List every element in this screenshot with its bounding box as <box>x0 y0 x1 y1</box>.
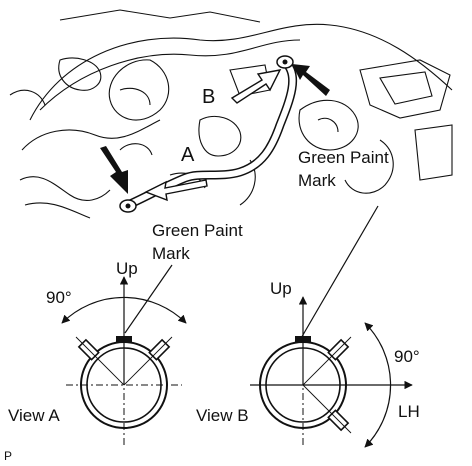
view-a-45-line-right <box>123 336 173 386</box>
leader-line-right <box>299 205 379 341</box>
label-paint-mark-left-2: Mark <box>152 244 190 263</box>
hose-clamp-a <box>119 199 137 213</box>
flow-arrow-a <box>144 179 208 202</box>
label-paint-mark-left: Green Paint <box>152 221 243 240</box>
view-b-label: View B <box>196 406 249 425</box>
view-a-angle-label: 90° <box>46 288 72 307</box>
flow-arrow-b <box>230 69 282 104</box>
view-b-45-line-down <box>302 384 352 434</box>
pointer-arrow-a <box>100 146 128 194</box>
view-b-lh-label: LH <box>398 402 420 421</box>
label-paint-mark-top-2: Mark <box>298 171 336 190</box>
engine-bay-illustration <box>9 9 453 219</box>
label-hose-a: A <box>181 144 195 166</box>
pointer-arrow-b <box>292 64 330 96</box>
view-b-angle-arc <box>364 322 392 448</box>
hose-clamp-b <box>276 55 294 69</box>
view-b-45-line-up <box>302 336 352 386</box>
corner-mark: P <box>4 449 12 463</box>
view-a-section: Up 90° View A <box>8 259 187 445</box>
view-a-up-label: Up <box>116 259 138 278</box>
label-paint-mark-top: Green Paint <box>298 148 389 167</box>
label-hose-b: B <box>202 86 215 108</box>
view-b-up-label: Up <box>270 279 292 298</box>
view-a-angle-arc <box>61 296 187 324</box>
view-a-45-line-left <box>75 336 125 386</box>
view-b-angle-label: 90° <box>394 347 420 366</box>
view-b-section: Up 90° LH View B <box>196 279 420 448</box>
hose-route <box>126 58 298 210</box>
view-a-label: View A <box>8 406 60 425</box>
